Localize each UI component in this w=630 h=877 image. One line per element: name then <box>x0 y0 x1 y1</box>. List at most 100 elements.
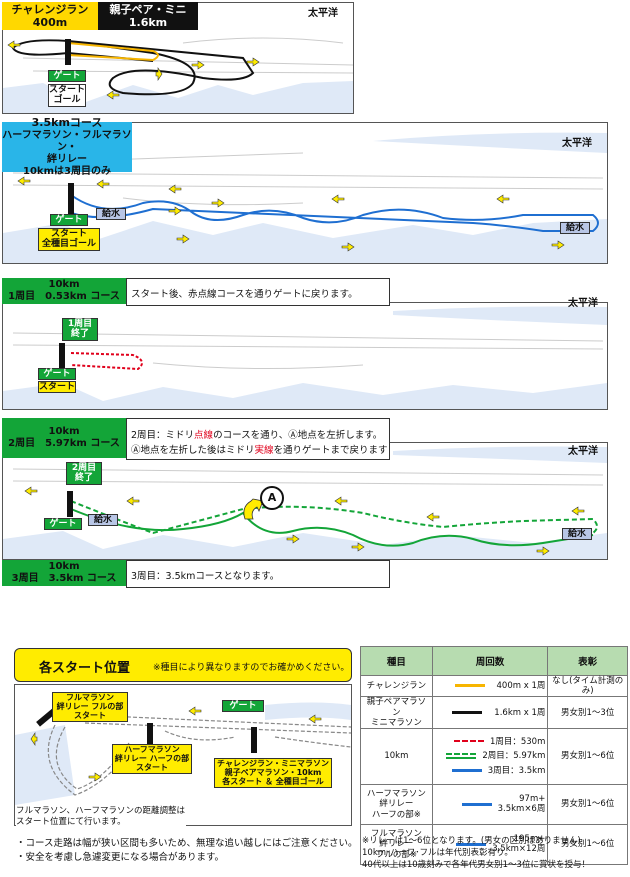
lap-end-label: 1周目 終了 <box>62 318 98 341</box>
start-label: スタート <box>38 381 76 394</box>
challenge-route <box>67 42 159 62</box>
arrow-icon <box>30 732 38 746</box>
ocean-label: 太平洋 <box>568 298 598 309</box>
half-start-label: ハーフマラソン 絆リレー ハーフの部 スタート <box>112 744 192 774</box>
main-start-label: チャレンジラン・ミニマラソン 親子ペアマラソン・10km 各スタート ＆ 全種目… <box>214 758 332 788</box>
blue-line-icon <box>456 842 487 846</box>
lap3-header: 10km 3周目 3.5km コース <box>2 560 126 586</box>
arrow-icon <box>286 534 300 544</box>
lap2-description-box: 2周目：ミドリ点線のコースを通り、Ⓐ地点を左折します。 Ⓐ地点を左折した後はミド… <box>126 418 390 460</box>
arrow-icon <box>426 512 440 522</box>
gate-label: ゲート <box>50 214 88 227</box>
bullet-note: ・安全を考慮し急遽変更になる場合があります。 <box>16 852 225 863</box>
event-cell: 10km <box>360 727 433 785</box>
point-a-marker: A <box>260 486 284 510</box>
lap1-course-svg <box>3 306 607 409</box>
title-line: 3周目 3.5km コース <box>11 573 117 584</box>
water-station-label: 給水 <box>560 222 590 235</box>
desc-text: 2周目：ミドリ <box>131 430 195 441</box>
award-cell: 男女別1～6位 <box>547 727 628 785</box>
event-cell: チャレンジラン <box>360 674 433 698</box>
half-start-line <box>147 723 153 751</box>
gate-label: ゲート <box>38 368 76 381</box>
lap-end-label: 2周目 終了 <box>66 462 102 485</box>
start-line-flag <box>68 183 74 215</box>
lap2-desc-line2: Ⓐ地点を左折した後はミドリ実線を通りゲートまで戻ります <box>131 442 388 456</box>
start-positions-map <box>14 684 352 826</box>
arrow-icon <box>188 706 202 716</box>
laps-text: 400m x 1周 <box>496 681 546 692</box>
award-cell: なし(タイム計測のみ) <box>547 674 628 698</box>
desc-text: を通りゲートまで戻ります <box>273 445 388 456</box>
arrow-icon <box>211 198 225 208</box>
table-row: 親子ペアマラソン ミニマラソン 1.6km x 1周 男女別1～3位 <box>360 696 628 729</box>
lap2-header: 10km 2周目 5.97km コース <box>2 418 126 458</box>
lap-line: 1周目：530m <box>435 735 546 749</box>
gate-label: ゲート <box>222 700 264 713</box>
lap3-description: 3周目：3.5kmコースとなります。 <box>131 571 280 582</box>
challenge-course-svg <box>3 37 354 113</box>
legend-footnote: 10km･ハーフ･フルは年代別表彰有り。 <box>362 848 513 858</box>
laps-text: 2周目：5.97km <box>482 751 546 762</box>
event-cell: 親子ペアマラソン ミニマラソン <box>360 696 433 729</box>
water-station-label: 給水 <box>562 528 592 541</box>
arrow-icon <box>496 194 510 204</box>
arrow-icon <box>334 496 348 506</box>
title-line: ハーフマラソン・フルマラソン・ <box>2 129 132 153</box>
laps-text: 1.6km x 1周 <box>494 707 546 718</box>
arrow-icon <box>168 184 182 194</box>
lap2-desc-line1: 2周目：ミドリ点線のコースを通り、Ⓐ地点を左折します。 <box>131 427 382 441</box>
arrow-icon <box>191 60 205 70</box>
desc-highlight: 点線 <box>194 430 214 441</box>
lap2-course-svg <box>3 446 607 559</box>
gate-label: ゲート <box>48 70 86 83</box>
arrow-icon <box>17 176 31 186</box>
event-cell: ハーフマラソン 絆リレー ハーフの部※ <box>360 783 433 825</box>
arrow-icon <box>341 242 355 252</box>
start-goal-label: スタート 全種目ゴール <box>38 228 100 251</box>
desc-text: Ⓐ地点を左折した後はミドリ <box>131 445 255 456</box>
ocean-label: 太平洋 <box>562 138 592 149</box>
laps-cell: 1周目：530m 2周目：5.97km 3周目：3.5km <box>431 727 549 785</box>
title-line: 1周目 0.53km コース <box>8 291 120 302</box>
start-positions-banner: 各スタート位置 ※種目により異なりますのでお確かめください。 <box>14 648 352 682</box>
route-lap1 <box>70 352 143 371</box>
arrow-icon <box>176 234 190 244</box>
laps-text: 1周目：530m <box>489 736 546 747</box>
panel-challenge-map <box>2 2 354 114</box>
title-line: 10km <box>48 426 80 437</box>
ocean-label: 太平洋 <box>568 446 598 457</box>
arrow-icon <box>331 194 345 204</box>
laps-cell: 400m x 1周 <box>431 674 549 698</box>
start-positions-svg <box>15 702 352 805</box>
arrow-icon <box>551 240 565 250</box>
challenge-title: チャレンジラン <box>11 2 89 16</box>
pair-distance: 1.6km <box>128 16 168 29</box>
arrow-icon <box>536 546 550 556</box>
pair-title: 親子ペア・ミニ <box>109 2 187 16</box>
lap1-header: 10km 1周目 0.53km コース <box>2 278 126 304</box>
laps-text: 195m+ 3.5km×12周 <box>492 834 546 855</box>
turn-arrow-icon <box>243 498 264 520</box>
water-station-label: 給水 <box>96 208 126 221</box>
full-start-label: フルマラソン 絆リレー フルの部 スタート <box>52 692 128 722</box>
red-dotted-line-icon <box>453 740 484 743</box>
title-line: 10kmは3周目のみ <box>23 165 111 177</box>
arrow-icon <box>155 67 163 81</box>
panel-lap1-map <box>2 302 608 410</box>
start-positions-subtitle: ※種目により異なりますのでお確かめください。 <box>153 663 350 673</box>
route-lap2-solid <box>70 508 594 547</box>
arrow-icon <box>571 506 585 516</box>
green-dashed-line-icon <box>446 752 477 759</box>
pair-route <box>11 39 255 96</box>
table-row: チャレンジラン 400m x 1周 なし(タイム計測のみ) <box>360 674 628 698</box>
laps-text: 97m+ 3.5km×6周 <box>497 794 546 815</box>
desc-text: のコースを通り、Ⓐ地点を左折します。 <box>213 430 383 441</box>
challenge-header: チャレンジラン 400m <box>2 2 98 30</box>
laps-cell: 195m+ 3.5km×12周 <box>431 823 549 865</box>
desc-highlight: 実線 <box>254 445 274 456</box>
arrow-icon <box>24 486 38 496</box>
title-line: 2周目 5.97km コース <box>8 438 120 449</box>
arrow-icon <box>106 90 120 100</box>
arrow-icon <box>96 179 110 189</box>
